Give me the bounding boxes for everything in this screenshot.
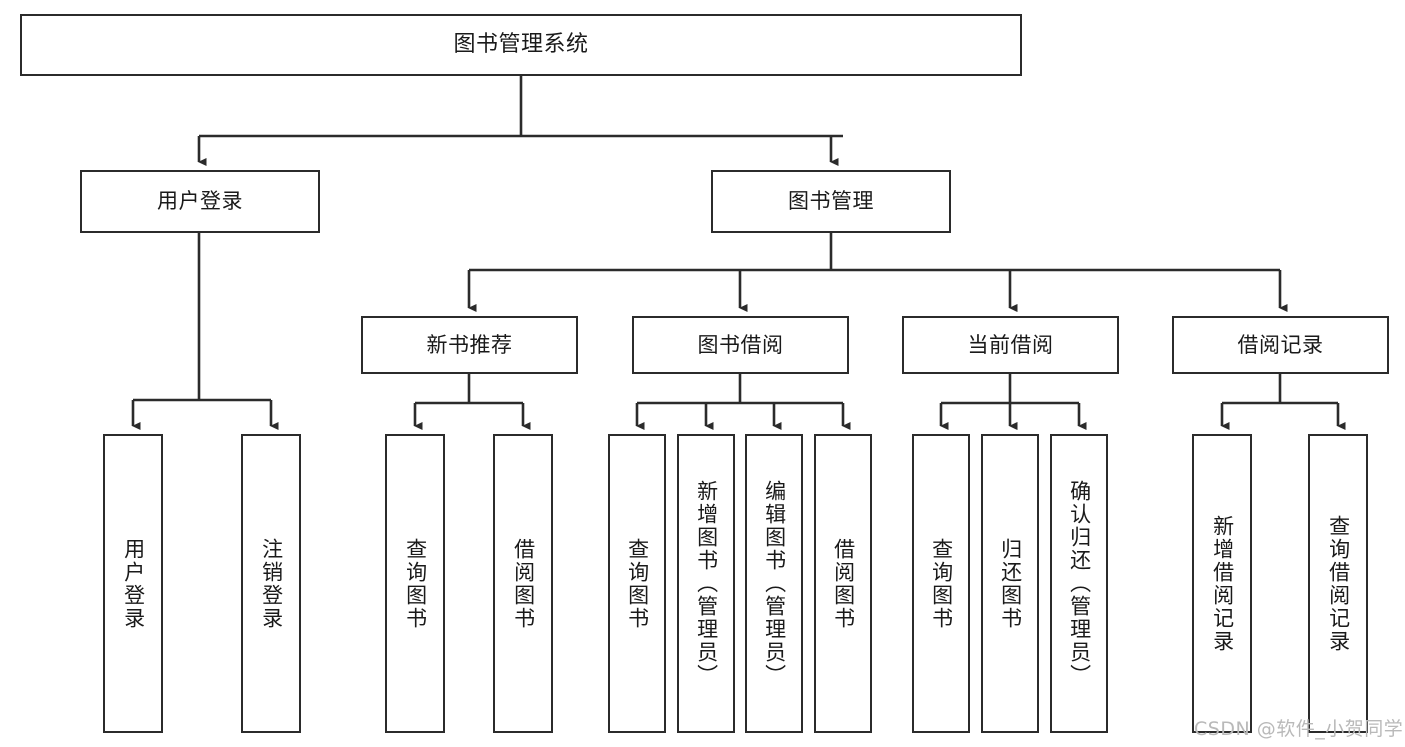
node-label: 新增图书（管理员） <box>694 480 719 687</box>
node-borrow-record[interactable]: 借阅记录 <box>1172 316 1389 374</box>
leaf-current-confirm-return-admin[interactable]: 确认归还（管理员） <box>1050 434 1108 733</box>
node-label: 图书管理 <box>788 189 874 214</box>
leaf-user-login-login[interactable]: 用户登录 <box>103 434 163 733</box>
node-label: 图书借阅 <box>697 332 784 357</box>
leaf-borrow-edit-book-admin[interactable]: 编辑图书（管理员） <box>745 434 803 733</box>
leaf-current-return-book[interactable]: 归还图书 <box>981 434 1039 733</box>
node-label: 查询图书 <box>403 537 428 630</box>
csdn-watermark: CSDN @软件_小贺同学 <box>1194 718 1404 740</box>
node-current-borrow[interactable]: 当前借阅 <box>902 316 1119 374</box>
node-label: 编辑图书（管理员） <box>762 480 787 687</box>
leaf-new-book-query[interactable]: 查询图书 <box>385 434 445 733</box>
leaf-new-book-borrow[interactable]: 借阅图书 <box>493 434 553 733</box>
node-label: 借阅记录 <box>1237 332 1324 357</box>
node-label: 借阅图书 <box>831 537 856 630</box>
node-label: 借阅图书 <box>511 537 536 630</box>
node-label: 新书推荐 <box>426 332 513 357</box>
leaf-record-query-record[interactable]: 查询借阅记录 <box>1308 434 1368 733</box>
leaf-borrow-borrow-book[interactable]: 借阅图书 <box>814 434 872 733</box>
leaf-borrow-add-book-admin[interactable]: 新增图书（管理员） <box>677 434 735 733</box>
leaf-record-add-record[interactable]: 新增借阅记录 <box>1192 434 1252 733</box>
node-label: 查询图书 <box>929 537 954 630</box>
node-user-login[interactable]: 用户登录 <box>80 170 320 233</box>
node-label: 归还图书 <box>998 537 1023 630</box>
node-label: 当前借阅 <box>967 332 1054 357</box>
node-book-management[interactable]: 图书管理 <box>711 170 951 233</box>
leaf-borrow-query-book[interactable]: 查询图书 <box>608 434 666 733</box>
node-root-system[interactable]: 图书管理系统 <box>20 14 1022 76</box>
node-label: 图书管理系统 <box>453 32 589 58</box>
node-label: 查询图书 <box>625 537 650 630</box>
node-new-book-recommend[interactable]: 新书推荐 <box>361 316 578 374</box>
node-label: 确认归还（管理员） <box>1067 480 1092 687</box>
node-label: 新增借阅记录 <box>1210 514 1235 653</box>
leaf-user-login-logout[interactable]: 注销登录 <box>241 434 301 733</box>
node-label: 查询借阅记录 <box>1326 514 1351 653</box>
node-label: 注销登录 <box>259 537 284 630</box>
leaf-current-query-book[interactable]: 查询图书 <box>912 434 970 733</box>
node-book-borrow[interactable]: 图书借阅 <box>632 316 849 374</box>
node-label: 用户登录 <box>121 537 146 630</box>
node-label: 用户登录 <box>157 189 243 214</box>
